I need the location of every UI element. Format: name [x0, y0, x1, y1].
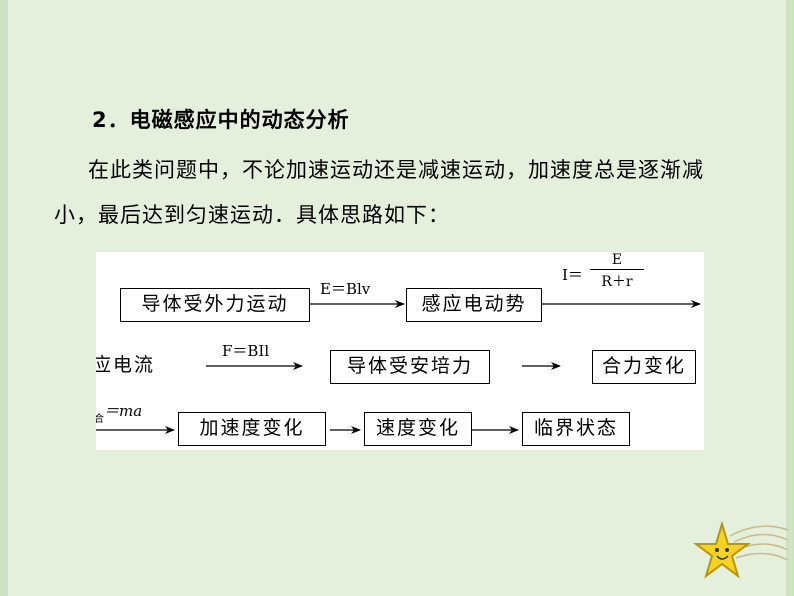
fraction-denominator: R＋r: [601, 274, 633, 290]
body-paragraph: 在此类问题中，不论加速运动还是减速运动，加速度总是逐渐减小，最后达到匀速运动．具…: [54, 158, 704, 227]
box-acceleration-change: 加速度变化: [178, 412, 326, 446]
label-current-fraction: E R＋r: [590, 252, 644, 291]
label-emf-formula: E＝Blv: [320, 280, 371, 298]
box-velocity-change: 速度变化: [364, 412, 472, 446]
right-edge-strip: [786, 0, 794, 596]
fraction-bar: [590, 269, 644, 270]
box-critical-state: 临界状态: [522, 412, 630, 446]
fraction-numerator: E: [611, 252, 623, 268]
label-force-formula: F＝BIl: [222, 342, 270, 360]
label-newton-second-law: 合＝ma: [96, 400, 142, 425]
box-external-force-motion: 导体受外力运动: [120, 288, 310, 322]
label-equals-ma: ＝ma: [104, 402, 143, 420]
label-current-prefix: I＝: [562, 266, 583, 284]
section-heading: 2．电磁感应中的动态分析: [92, 108, 350, 132]
label-sub-he: 合: [96, 414, 104, 425]
box-ampere-force: 导体受安培力: [330, 350, 490, 384]
flow-arrows: [96, 300, 701, 434]
left-edge-strip: [0, 0, 8, 596]
box-net-force-change: 合力变化: [592, 350, 696, 384]
flow-diagram: 导体受外力运动 E＝Blv 感应电动势 I＝ E R＋r 应电流 F＝BIl 导…: [96, 252, 704, 450]
star-decoration-icon: [693, 520, 789, 579]
box-induced-emf: 感应电动势: [406, 288, 542, 322]
text-induced-current-cut: 应电流: [96, 354, 156, 376]
